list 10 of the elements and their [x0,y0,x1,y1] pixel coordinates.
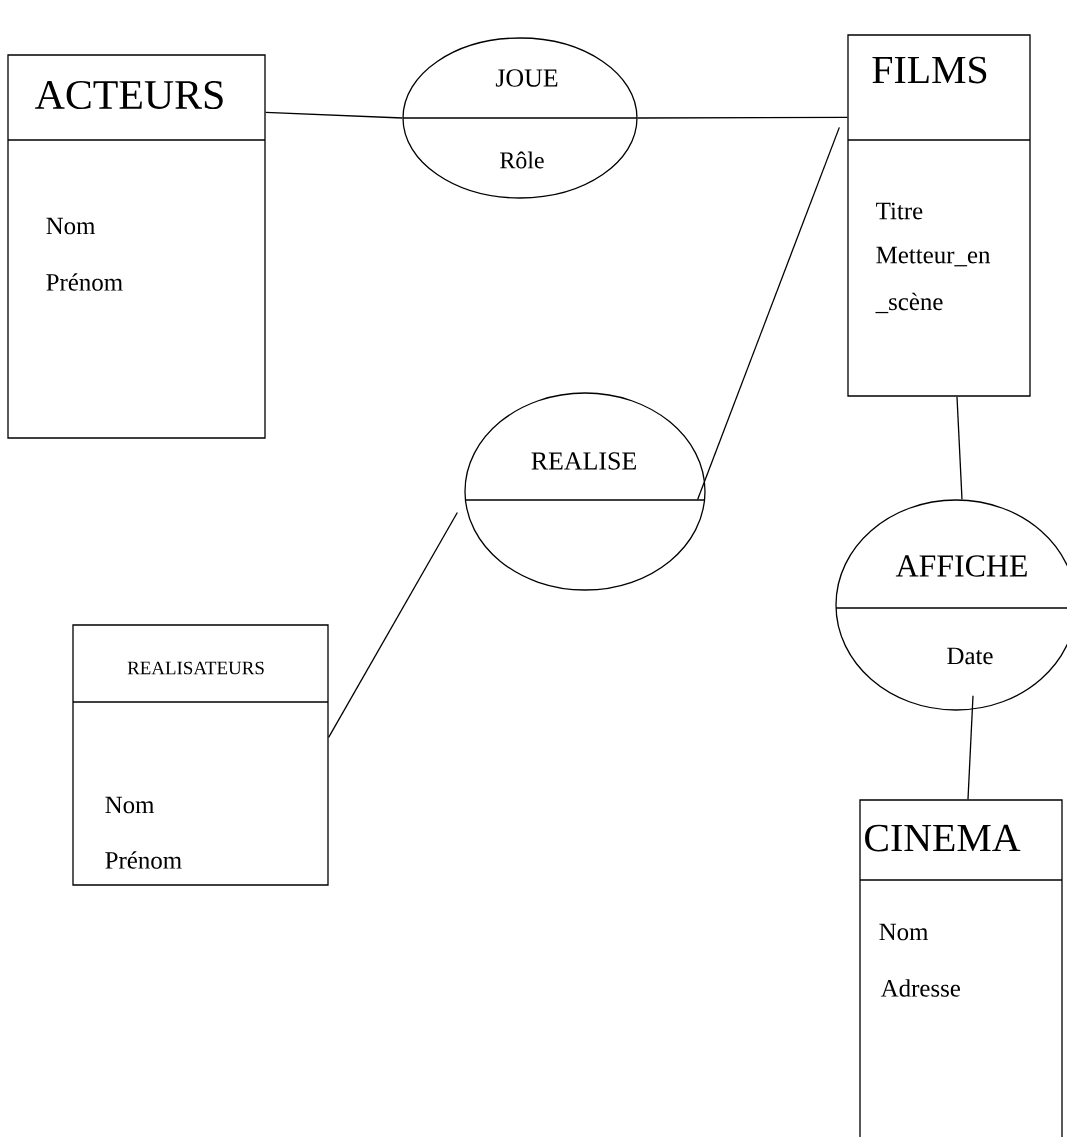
entity-box: FILMS Titre Metteur_en _scène [847,34,1031,397]
connector-line [967,695,974,800]
entity-box: REALISATEURS Nom Prénom [72,624,329,886]
connector-line [697,126,840,501]
entity-box: CINEMA Nom Adresse [859,799,1063,1137]
connector-line [328,511,458,738]
connector-line [956,396,963,500]
entity-box: ACTEURS Nom Prénom [7,54,266,439]
connector-line [265,111,403,119]
connector-line [637,116,848,119]
